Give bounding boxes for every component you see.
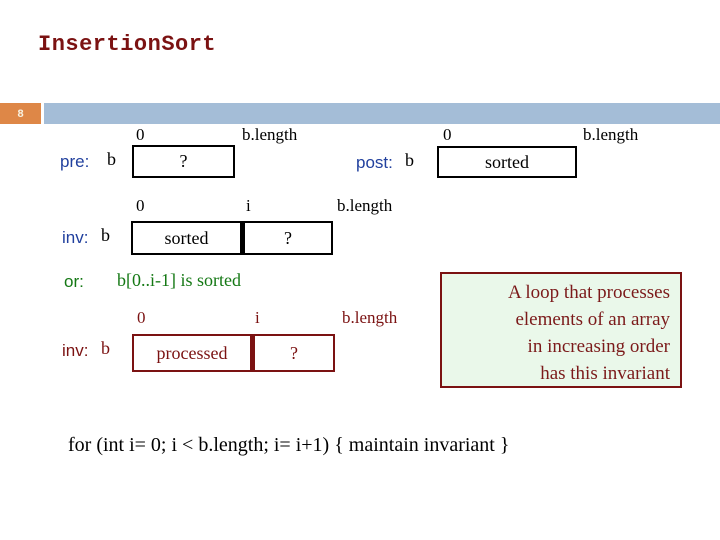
inv2-boundary-marker (250, 336, 255, 370)
post-array-box: sorted (437, 146, 577, 178)
inv2-segment-unknown: ? (290, 342, 298, 363)
pre-segment-unknown: ? (179, 151, 188, 171)
note-line: elements of an array (515, 309, 670, 330)
or-label: or: (64, 272, 84, 291)
post-label: post: (356, 153, 393, 172)
post-segment-sorted: sorted (485, 151, 529, 172)
inv2-array-box: processed ? (132, 334, 335, 372)
invariant-note-box: A loop that processes elements of an arr… (440, 272, 682, 388)
pre-array-box: ? (132, 145, 235, 178)
inv1-index-0: 0 (136, 196, 145, 215)
slide-title: InsertionSort (38, 32, 217, 57)
header-bar-fill (44, 103, 720, 124)
inv2-index-blength: b.length (342, 308, 398, 327)
for-loop-code: for (int i= 0; i < b.length; i= i+1) { m… (68, 434, 510, 456)
pre-array-name: b (107, 149, 116, 169)
note-line: has this invariant (540, 363, 670, 384)
post-array-name: b (405, 150, 414, 170)
inv1-index-i: i (246, 196, 251, 215)
inv1-segment-unknown: ? (284, 227, 292, 248)
inv2-array-name: b (101, 338, 110, 358)
note-line: A loop that processes (507, 282, 670, 303)
inv2-index-0: 0 (137, 308, 146, 327)
header-bar: 8 (0, 103, 720, 124)
page-number-badge: 8 (0, 103, 41, 124)
inv1-array-name: b (101, 225, 110, 245)
inv1-segment-sorted: sorted (164, 227, 209, 248)
post-index-0: 0 (443, 125, 452, 144)
pre-label: pre: (60, 152, 90, 171)
inv2-segment-processed: processed (156, 342, 228, 363)
inv1-label: inv: (62, 228, 89, 247)
inv1-array-box: sorted ? (131, 221, 333, 255)
note-line: in increasing order (527, 336, 670, 357)
pre-index-0: 0 (136, 125, 145, 144)
inv2-label: inv: (62, 341, 89, 360)
post-index-blength: b.length (583, 125, 639, 144)
inv2-index-i: i (255, 308, 260, 327)
inv1-index-blength: b.length (337, 196, 393, 215)
inv1-boundary-marker (240, 223, 245, 253)
or-invariant-text: b[0..i-1] is sorted (117, 270, 241, 290)
pre-index-blength: b.length (242, 125, 298, 144)
